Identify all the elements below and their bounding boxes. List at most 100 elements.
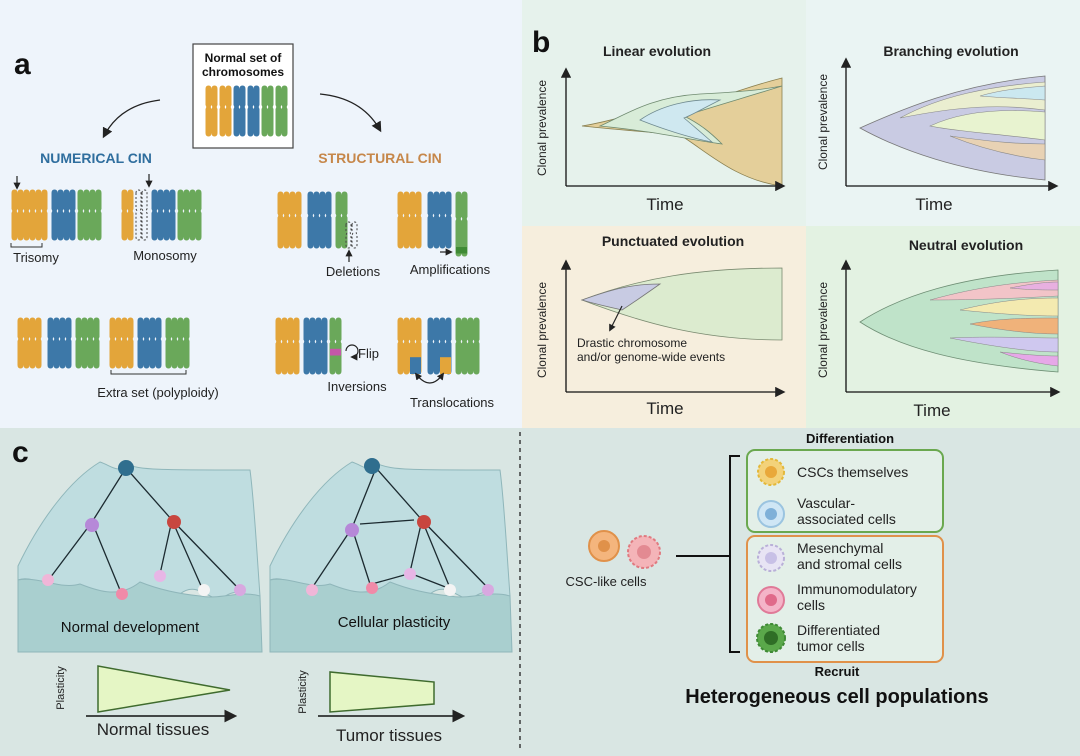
plasticity-wedge-tumor [329,671,435,713]
chromosome [59,317,72,369]
mature-cell-6 [306,584,318,596]
waddington-landscape-plastic: Cellular plasticity [269,458,513,653]
cellular-plasticity-label: Cellular plasticity [338,614,451,631]
progenitor-cell-1 [85,518,99,532]
stem-cell [118,460,134,476]
chromosome [47,317,60,369]
chromosome [307,191,320,249]
chromosome-groups [11,189,480,375]
mature-cell-8 [404,568,416,580]
chromosome [87,317,100,369]
immunomodulatory-cell-nucleus [765,594,777,606]
normal-tissues-label: Normal tissues [97,720,209,739]
progenitor-cell-4 [417,515,431,529]
branch-clone-3 [929,110,1046,141]
neutral-clone-4 [969,317,1059,335]
plasticity-paths [311,467,489,589]
chromosome [135,189,148,241]
inversions-label: Inversions [327,379,387,394]
linear-title: Linear evolution [603,43,711,59]
chromosome [109,317,122,369]
chromosome [23,189,36,241]
mature-cell-1 [42,574,54,586]
differentiation-label: Differentiation [806,431,894,446]
punctuated-xlabel: Time [646,399,683,418]
recruit-box [746,535,944,663]
normal-development-label: Normal development [61,619,200,636]
chromosome [287,317,300,375]
csc-diagram: Differentiation Recruit CSC-like cells C… [566,431,989,708]
chromosome [205,85,218,137]
heterogeneous-title: Heterogeneous cell populations [685,686,988,708]
chromosome [165,317,178,369]
extra-set-label: Extra set (polyploidy) [97,385,218,400]
chromosome [51,189,64,241]
deletions-label: Deletions [326,264,381,279]
plasticity-label-1: Plasticity [55,666,67,710]
branching-title: Branching evolution [883,43,1018,59]
branching-plot: Branching evolution Clonal prevalence Ti… [816,43,1059,214]
chromosome [467,317,480,375]
mature-cell-9 [444,584,456,596]
branching-xlabel: Time [915,195,952,214]
neutral-clone-6 [999,351,1059,367]
chromosome [121,189,134,241]
branch-clone-5 [979,85,1046,101]
chromosome [121,317,134,369]
chromosome [11,189,24,241]
chromosome [409,317,422,375]
progenitor-cell-3 [345,523,359,537]
chromosome [345,221,358,249]
linear-xlabel: Time [646,195,683,214]
arrow-to-structural [319,93,382,133]
chromosome [151,189,164,241]
mesenchymal-cell-nucleus [765,552,777,564]
mature-cell-7 [366,582,378,594]
plasticity-wedge-normal [97,665,231,713]
chromosome [275,85,288,137]
panel-a-label: a [14,48,31,81]
chromosome [289,191,302,249]
neutral-plot: Neutral evolution Clonal prevalence Time [816,237,1061,420]
chromosome [329,317,342,375]
neutral-clone-3 [959,297,1059,317]
chromosome [189,189,202,241]
arrow-to-numerical [102,99,161,139]
mature-cell-5 [234,584,246,596]
linear-ylabel: Clonal prevalence [535,80,549,176]
translocations-label: Translocations [410,395,495,410]
chromosome [277,191,290,249]
mature-cell-3 [154,570,166,582]
punctuated-clone-2 [580,283,662,311]
linear-plot: Linear evolution Clonal prevalence Time [535,43,786,214]
punctuated-title: Punctuated evolution [602,233,744,249]
chromosome [455,191,468,257]
chromosome [397,317,410,375]
chromosome [275,317,288,375]
chromosome [261,85,274,137]
mature-cell-4 [198,584,210,596]
panel-b: b Linear evolution Clonal prevalence Tim… [522,0,1080,428]
flip-label: Flip [358,346,379,361]
chromosome [29,317,42,369]
chromosome [439,317,452,375]
numerical-cin-title: NUMERICAL CIN [40,150,152,166]
chromosome [233,85,246,137]
neutral-clone-7 [1009,281,1059,291]
mature-cell-10 [482,584,494,596]
recruit-label: Recruit [815,664,860,679]
chromosome [63,189,76,241]
chromosome [303,317,316,375]
amplifications-label: Amplifications [410,262,491,277]
chromosome [439,191,452,249]
differentiation-box [746,449,944,533]
landscape-base [17,578,263,653]
csc-themselves-label: CSCs themselves [797,464,908,480]
chromosome [149,317,162,369]
clone-3 [639,99,722,143]
